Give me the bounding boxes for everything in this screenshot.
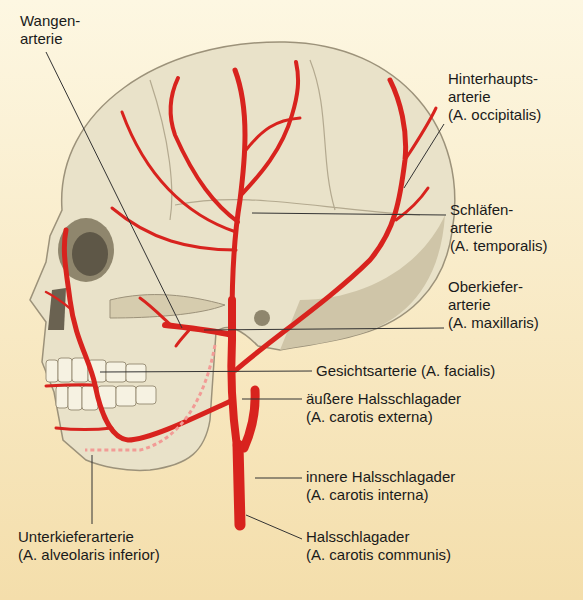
label-line: (A. carotis interna) [306, 486, 455, 504]
label-line: Schläfen- [450, 201, 548, 219]
artery-label: Gesichtsarterie (A. facialis) [316, 362, 495, 380]
inferior-alveolar-artery [85, 345, 215, 450]
label-line: (A. maxillaris) [448, 314, 539, 332]
label-line: Gesichtsarterie (A. facialis) [316, 362, 495, 380]
label-line: (A. occipitalis) [448, 106, 541, 124]
label-line: arterie [448, 296, 539, 314]
label-line: Oberkiefer- [448, 278, 539, 296]
leader-lines [46, 52, 446, 539]
artery-label: Hinterhaupts- arterie (A. occipitalis) [448, 70, 541, 124]
artery-label: Wangen- arterie [20, 12, 80, 48]
label-line: (A. alveolaris inferior) [18, 546, 160, 564]
artery-label: äußere Halsschlagader (A. carotis extern… [306, 390, 461, 426]
label-line: innere Halsschlagader [306, 468, 455, 486]
label-line: (A. carotis communis) [306, 546, 451, 564]
artery-label: Unterkieferarterie (A. alveolaris inferi… [18, 528, 160, 564]
orbit-inner [72, 232, 108, 276]
artery-label: Halsschlagader (A. carotis communis) [306, 528, 451, 564]
label-line: Wangen- [20, 12, 80, 30]
label-line: arterie [448, 88, 541, 106]
artery-label: Oberkiefer- arterie (A. maxillaris) [448, 278, 539, 332]
suture [150, 60, 420, 220]
artery-label: innere Halsschlagader (A. carotis intern… [306, 468, 455, 504]
label-line: arterie [450, 219, 548, 237]
label-line: Halsschlagader [306, 528, 451, 546]
label-line: äußere Halsschlagader [306, 390, 461, 408]
label-line: Hinterhaupts- [448, 70, 541, 88]
label-line: (A. carotis externa) [306, 408, 461, 426]
label-line: Unterkieferarterie [18, 528, 160, 546]
label-line: arterie [20, 30, 80, 48]
arteries [46, 62, 436, 525]
artery-label: Schläfen- arterie (A. temporalis) [450, 201, 548, 255]
skull-shade [280, 215, 445, 350]
label-line: (A. temporalis) [450, 237, 548, 255]
ear-opening [254, 310, 270, 326]
